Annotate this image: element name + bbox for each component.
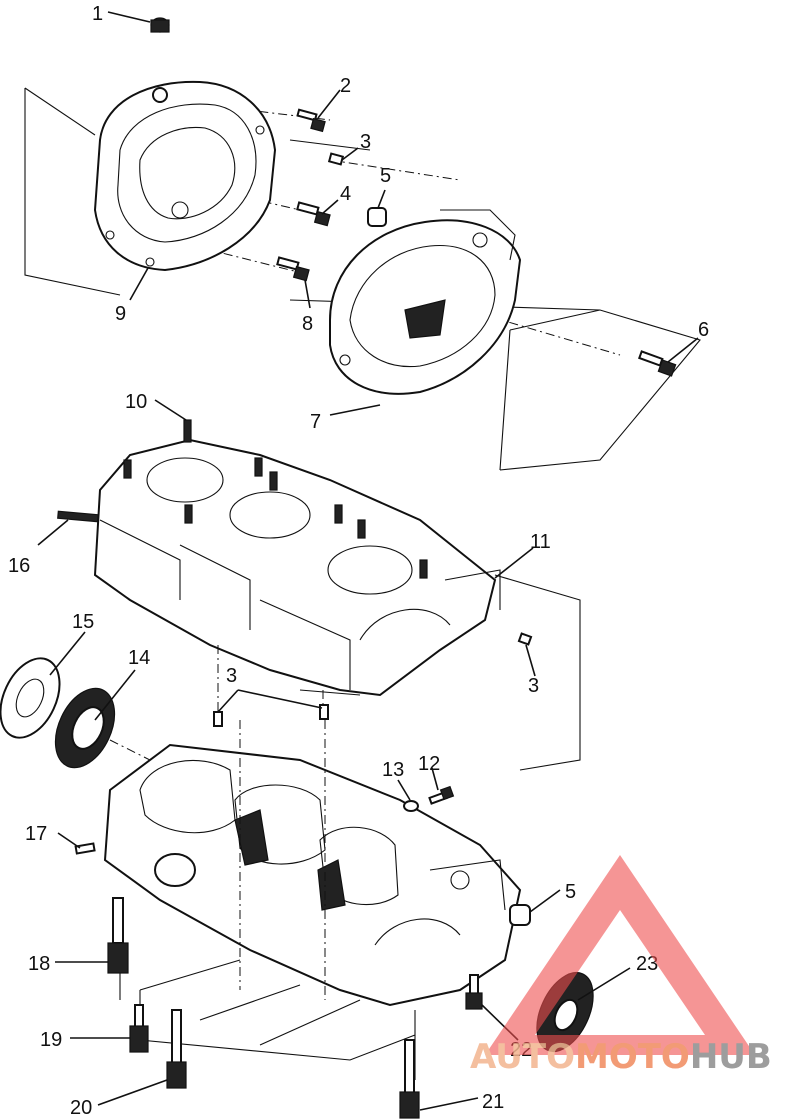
leader-lines: [37, 11, 699, 1111]
svg-text:AUTOMOTOHUB: AUTOMOTOHUB: [470, 1037, 772, 1077]
seal-part-15: [0, 657, 61, 739]
callout-16: 16: [8, 555, 30, 577]
callout-18: 18: [28, 953, 50, 975]
pin-part-3-right: [517, 632, 533, 646]
callout-8: 8: [302, 313, 313, 335]
cover-part-7: [329, 209, 522, 395]
callout-1: 1: [92, 3, 103, 25]
seal-part-14: [54, 687, 116, 769]
reference-box-middle: [299, 574, 581, 771]
stud-part-16: [57, 510, 99, 523]
callout-3-lower: 3: [226, 665, 237, 687]
watermark-moto: MOTO: [575, 1037, 690, 1077]
callout-15: 15: [72, 611, 94, 633]
studs-part-10: [123, 419, 428, 579]
callout-19: 19: [40, 1029, 62, 1051]
bolt-part-4: [296, 201, 331, 227]
lower-crankcase-part: [103, 720, 522, 1007]
watermark-hub: HUB: [690, 1037, 772, 1077]
bushing-part-5-lower: [509, 904, 531, 926]
pin-part-17: [74, 842, 96, 855]
callout-3-right: 3: [528, 675, 539, 697]
callout-2: 2: [340, 75, 351, 97]
callout-17: 17: [25, 823, 47, 845]
bolt-part-18: [107, 897, 129, 974]
callout-21: 21: [482, 1091, 504, 1113]
callout-3-top: 3: [360, 131, 371, 153]
callout-5-top: 5: [380, 165, 391, 187]
callout-10: 10: [125, 391, 147, 413]
bolt-part-2: [296, 108, 326, 133]
bolt-part-22: [465, 974, 483, 1010]
callout-5-lower: 5: [565, 881, 576, 903]
callout-6: 6: [698, 319, 709, 341]
watermark-auto: AUTO: [470, 1037, 575, 1077]
callout-4: 4: [340, 183, 351, 205]
watermark-triangle-icon: [485, 855, 755, 1055]
recoil-housing-part-9: [93, 80, 277, 272]
pin-part-3-top: [327, 152, 345, 166]
washer-part-13: [403, 800, 419, 812]
bolt-part-20: [166, 1009, 187, 1089]
bolt-part-21: [399, 1039, 420, 1119]
bushing-part-5-top: [367, 207, 387, 227]
callout-14: 14: [128, 647, 150, 669]
bolt-part-19: [129, 1004, 149, 1053]
callout-9: 9: [115, 303, 126, 325]
callout-7: 7: [310, 411, 321, 433]
watermark-logo: AUTOMOTOHUB: [470, 855, 772, 1077]
seal-centerline: [109, 739, 171, 771]
bolt-part-6: [638, 350, 677, 377]
cap-part-1: [150, 17, 170, 33]
callout-20: 20: [70, 1097, 92, 1119]
callout-11: 11: [530, 531, 551, 553]
upper-crankcase-part-11: [93, 438, 501, 697]
callout-23: 23: [636, 953, 658, 975]
callout-13: 13: [382, 759, 404, 781]
pins-part-3-lower: [213, 645, 329, 727]
callout-12: 12: [418, 753, 440, 775]
bolt-part-12: [428, 785, 455, 805]
bolt-part-8: [276, 256, 310, 282]
